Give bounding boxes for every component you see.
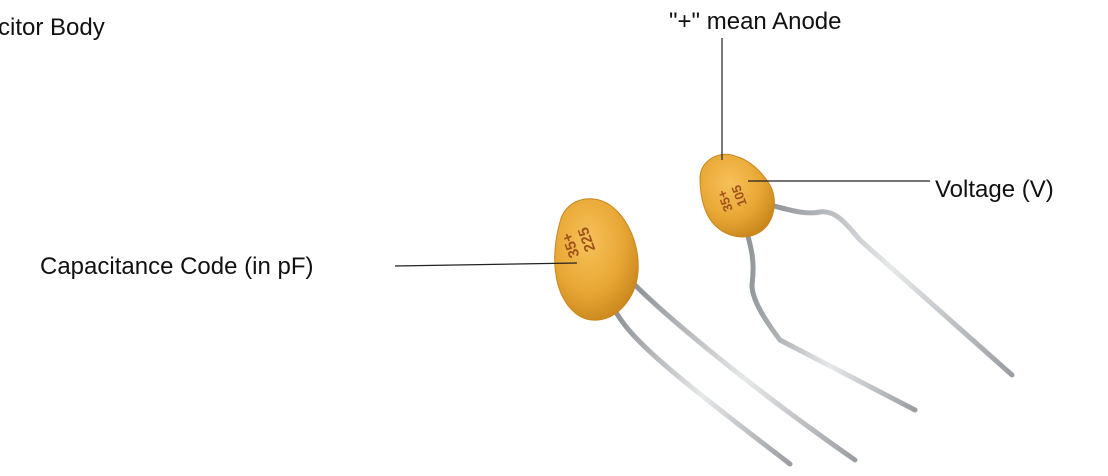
left-capacitor-lead-1: [612, 307, 793, 467]
right-capacitor-marking: 35+ 105: [714, 183, 750, 214]
right-capacitor-marking-top: 35+: [714, 188, 736, 214]
left-capacitor-body: [554, 198, 639, 321]
voltage-label: Voltage (V): [935, 176, 1054, 203]
capacitor-body-label: citor Body: [0, 14, 105, 41]
left-capacitor-lead-2: [632, 282, 858, 463]
right-capacitor-marking-bottom: 105: [728, 183, 750, 209]
right-capacitor-body: [699, 153, 775, 238]
left-capacitor-marking: 35+ 225: [559, 225, 600, 260]
left-capacitor: 35+ 225: [554, 198, 858, 467]
anode-label: "+" mean Anode: [669, 8, 842, 35]
right-capacitor-lead-1: [742, 222, 918, 413]
right-capacitor: 35+ 105: [699, 153, 1015, 413]
capacitance-code-label: Capacitance Code (in pF): [40, 253, 314, 280]
capacitance-code-leader-line: [394, 262, 578, 267]
right-capacitor-lead-2: [767, 202, 1015, 378]
